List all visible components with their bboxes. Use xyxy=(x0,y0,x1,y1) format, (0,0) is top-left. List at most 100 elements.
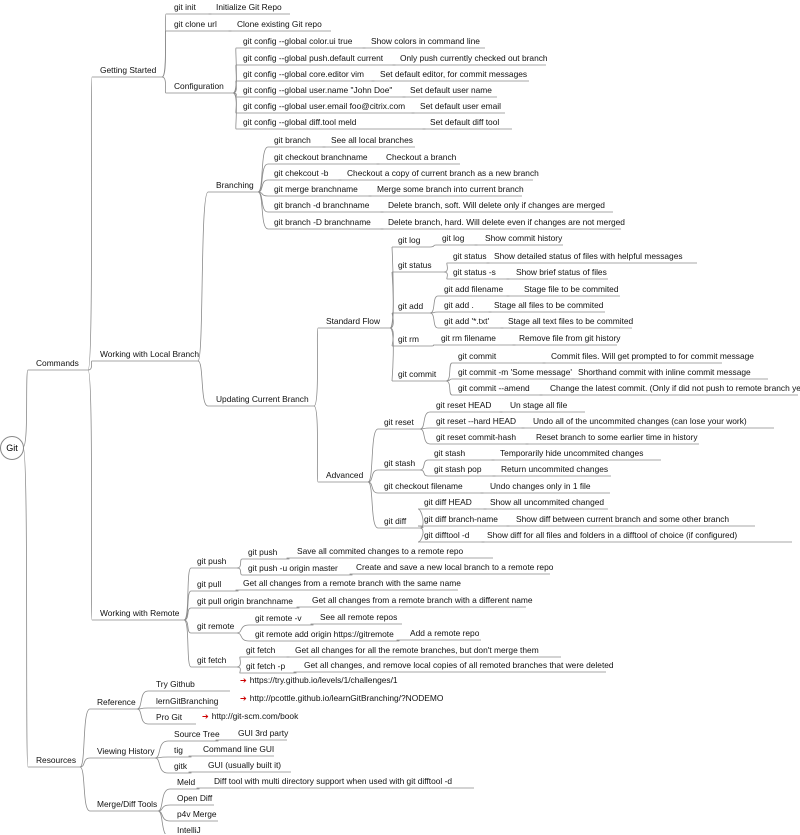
node-cm3[interactable]: git commit --amend xyxy=(458,383,530,393)
node-df1[interactable]: git diff HEAD xyxy=(424,497,472,507)
node-gitfetch[interactable]: git fetch xyxy=(197,655,227,665)
node-reference[interactable]: Reference xyxy=(97,697,136,707)
node-cfg-email[interactable]: git config --global user.email foo@citri… xyxy=(243,101,406,111)
node-rm1-desc[interactable]: Remove file from git history xyxy=(519,333,621,343)
node-working-remote[interactable]: Working with Remote xyxy=(100,608,180,618)
node-viewing-history[interactable]: Viewing History xyxy=(97,746,155,756)
node-progit-url[interactable]: ➔http://git-scm.com/book xyxy=(202,711,298,722)
node-df2-desc[interactable]: Show diff between current branch and som… xyxy=(516,514,730,524)
node-configuration[interactable]: Configuration xyxy=(174,81,224,91)
node-rs2-desc[interactable]: Undo all of the uncommited changes (can … xyxy=(533,416,747,426)
node-df1-desc[interactable]: Show all uncommited changed xyxy=(490,497,605,507)
node-branching[interactable]: Branching xyxy=(216,180,254,190)
node-rm-v[interactable]: git remote -v xyxy=(255,613,302,623)
node-cfg-push-desc[interactable]: Only push currently checked out branch xyxy=(400,53,548,63)
node-st2[interactable]: git status -s xyxy=(453,267,496,277)
root-node-git[interactable]: Git xyxy=(0,436,24,460)
node-cfg-email-desc[interactable]: Set default user email xyxy=(420,101,502,111)
node-sh1-desc[interactable]: Temporarily hide uncommited changes xyxy=(500,448,644,458)
node-rs3[interactable]: git reset commit-hash xyxy=(436,432,517,442)
node-tig-desc[interactable]: Command line GUI xyxy=(203,744,275,754)
node-working-local[interactable]: Working with Local Branch xyxy=(100,349,199,359)
node-br5[interactable]: git branch -d branchname xyxy=(274,200,370,210)
node-git-init-desc[interactable]: Initialize Git Repo xyxy=(216,2,282,12)
node-br5-desc[interactable]: Delete branch, soft. Will delete only if… xyxy=(388,200,605,210)
node-resources[interactable]: Resources xyxy=(36,755,77,765)
node-sh2[interactable]: git stash pop xyxy=(434,464,482,474)
node-gitk[interactable]: gitk xyxy=(174,761,188,771)
node-br1[interactable]: git branch xyxy=(274,135,311,145)
node-cm1[interactable]: git commit xyxy=(458,351,497,361)
node-gitpull-desc[interactable]: Get all changes from a remote branch wit… xyxy=(243,578,461,588)
node-cm1-desc[interactable]: Commit files. Will get prompted to for c… xyxy=(551,351,754,361)
node-progit[interactable]: Pro Git xyxy=(156,712,183,722)
node-git-clone[interactable]: git clone url xyxy=(174,19,217,29)
node-standard-flow[interactable]: Standard Flow xyxy=(326,316,380,326)
node-gitk-desc[interactable]: GUI (usually built it) xyxy=(208,760,282,770)
node-ad2-desc[interactable]: Stage all files to be commited xyxy=(494,300,604,310)
node-advanced[interactable]: Advanced xyxy=(326,470,364,480)
node-sh1[interactable]: git stash xyxy=(434,448,466,458)
node-git-clone-desc[interactable]: Clone existing Git repo xyxy=(237,19,322,29)
node-gitstatus[interactable]: git status xyxy=(398,260,432,270)
node-ft1[interactable]: git fetch xyxy=(246,645,276,655)
node-br4[interactable]: git merge branchname xyxy=(274,184,358,194)
node-ad3-desc[interactable]: Stage all text files to be commited xyxy=(508,316,634,326)
node-gitadd[interactable]: git add xyxy=(398,301,424,311)
node-gitremote[interactable]: git remote xyxy=(197,621,235,631)
node-rm-add[interactable]: git remote add origin https://gitremote xyxy=(255,629,394,639)
node-ad2[interactable]: git add . xyxy=(444,300,474,310)
node-cm2-desc[interactable]: Shorthand commit with inline commit mess… xyxy=(578,367,751,377)
node-gitlog-desc[interactable]: Show commit history xyxy=(485,233,563,243)
node-cfg-color-desc[interactable]: Show colors in command line xyxy=(371,36,480,46)
node-gitreset[interactable]: git reset xyxy=(384,417,414,427)
node-ft2-desc[interactable]: Get all changes, and remove local copies… xyxy=(304,660,614,670)
node-getting-started[interactable]: Getting Started xyxy=(100,65,157,75)
node-gitstash[interactable]: git stash xyxy=(384,458,416,468)
node-git-init[interactable]: git init xyxy=(174,2,196,12)
node-gitcommit[interactable]: git commit xyxy=(398,369,437,379)
node-meld[interactable]: Meld xyxy=(177,777,196,787)
node-cfg-diff[interactable]: git config --global diff.tool meld xyxy=(243,117,357,127)
node-gitdiff[interactable]: git diff xyxy=(384,516,407,526)
node-merge-tools[interactable]: Merge/Diff Tools xyxy=(97,799,158,809)
node-pullorigin[interactable]: git pull origin branchname xyxy=(197,596,293,606)
node-cfg-color[interactable]: git config --global color.ui true xyxy=(243,36,353,46)
node-sh2-desc[interactable]: Return uncommited changes xyxy=(501,464,609,474)
node-checkoutfile[interactable]: git checkout filename xyxy=(384,481,463,491)
node-br3-desc[interactable]: Checkout a copy of current branch as a n… xyxy=(347,168,539,178)
node-br6[interactable]: git branch -D branchname xyxy=(274,217,371,227)
node-gitpull[interactable]: git pull xyxy=(197,579,222,589)
node-st2-desc[interactable]: Show brief status of files xyxy=(516,267,607,277)
node-cfg-name[interactable]: git config --global user.name "John Doe" xyxy=(243,85,393,95)
node-br1-desc[interactable]: See all local branches xyxy=(331,135,413,145)
node-sourcetree-desc[interactable]: GUI 3rd party xyxy=(238,728,289,738)
node-cfg-diff-desc[interactable]: Set default diff tool xyxy=(430,117,500,127)
node-rs1[interactable]: git reset HEAD xyxy=(436,400,492,410)
node-rm1[interactable]: git rm filename xyxy=(441,333,496,343)
node-lerngit[interactable]: lernGitBranching xyxy=(156,696,219,706)
node-cfg-name-desc[interactable]: Set default user name xyxy=(410,85,492,95)
node-cm2[interactable]: git commit -m 'Some message' xyxy=(458,367,572,377)
node-br4-desc[interactable]: Merge some branch into current branch xyxy=(377,184,524,194)
node-st1-desc[interactable]: Show detailed status of files with helpf… xyxy=(494,251,683,261)
node-ad1-desc[interactable]: Stage file to be commited xyxy=(524,284,619,294)
node-rs2[interactable]: git reset --hard HEAD xyxy=(436,416,517,426)
node-df2[interactable]: git diff branch-name xyxy=(424,514,498,524)
node-commands[interactable]: Commands xyxy=(36,358,79,368)
node-trygithub-url[interactable]: ➔https://try.github.io/levels/1/challeng… xyxy=(240,675,398,686)
node-p4v[interactable]: p4v Merge xyxy=(177,809,217,819)
node-df3-desc[interactable]: Show diff for all files and folders in a… xyxy=(487,530,738,540)
node-cfg-editor-desc[interactable]: Set default editor, for commit messages xyxy=(380,69,528,79)
node-ps2-desc[interactable]: Create and save a new local branch to a … xyxy=(356,562,554,572)
node-checkoutfile-desc[interactable]: Undo changes only in 1 file xyxy=(490,481,591,491)
node-br6-desc[interactable]: Delete branch, hard. Will delete even if… xyxy=(388,217,625,227)
node-cfg-push[interactable]: git config --global push.default current xyxy=(243,53,384,63)
node-sourcetree[interactable]: Source Tree xyxy=(174,729,220,739)
node-gitlog2[interactable]: git log xyxy=(442,233,465,243)
node-df3[interactable]: git difftool -d xyxy=(424,530,470,540)
node-br3[interactable]: git chekcout -b xyxy=(274,168,329,178)
node-trygithub[interactable]: Try Github xyxy=(156,679,195,689)
node-br2[interactable]: git checkout branchname xyxy=(274,152,368,162)
node-ft1-desc[interactable]: Get all changes for all the remote branc… xyxy=(295,645,539,655)
